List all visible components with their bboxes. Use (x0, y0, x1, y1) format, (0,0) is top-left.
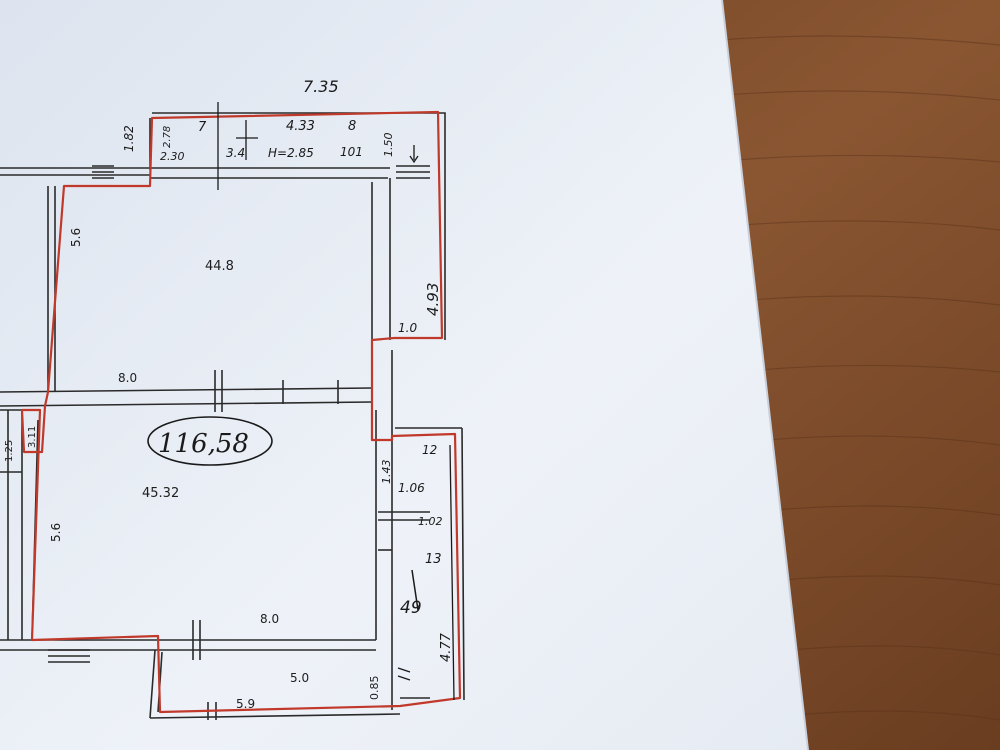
dim-left-edge-b: 3.11 (27, 426, 38, 448)
hand-label-101: 101 (340, 145, 363, 159)
dim-bottom-room-width: 5.0 (290, 671, 309, 685)
hand-room-7: 7 (198, 120, 207, 135)
hand-dim-1-43: 1.43 (380, 460, 393, 485)
marked-outline (20, 110, 462, 714)
hand-step-1-0: 1.0 (398, 321, 417, 335)
hand-small-a: 2.78 (162, 126, 173, 148)
dim-lower-width: 8.0 (260, 612, 279, 626)
paper-sheet (0, 0, 808, 750)
room-upper-area: 44.8 (205, 259, 234, 274)
dim-lower-left-height: 5.6 (49, 523, 63, 542)
hand-dim-1-06: 1.06 (398, 481, 425, 495)
hand-room-8: 8 (348, 119, 356, 134)
hand-room-13: 13 (425, 552, 442, 567)
hand-side-1-50: 1.50 (382, 133, 395, 158)
hand-ceiling-height: H=2.85 (268, 146, 314, 160)
hand-corridor-width: 4.33 (286, 119, 315, 134)
hand-top-left-vertical: 1.82 (122, 125, 136, 152)
paper-edge (721, 0, 809, 750)
hand-total-area: 116,58 (158, 429, 249, 459)
total-area-circle (147, 416, 273, 466)
hand-fraction-bar (411, 569, 419, 611)
outline-upper-unit (20, 110, 462, 714)
dim-upper-left-height: 5.6 (69, 228, 83, 247)
hand-right-bottom-vertical: 4.77 (439, 632, 454, 662)
hand-value-3-4: 3.4 (226, 146, 245, 160)
dimension-ticks (217, 102, 455, 701)
dim-bottom-outer-width: 5.9 (236, 697, 255, 711)
hand-dim-1-02: 1.02 (418, 515, 443, 528)
room-lower-area: 45.32 (142, 486, 179, 501)
hand-small-b: 2.30 (160, 150, 185, 163)
hand-right-vertical: 4.93 (424, 283, 442, 316)
wall-lines (0, 112, 465, 720)
hand-room-49: 49 (400, 598, 422, 618)
hand-top-total: 7.35 (303, 77, 339, 96)
wood-grain (719, 35, 1000, 721)
dim-bottom-small: 0.85 (368, 676, 381, 701)
dim-upper-width: 8.0 (118, 371, 137, 385)
dim-left-edge-a: 1.25 (4, 440, 15, 462)
hand-room-12: 12 (422, 443, 437, 457)
